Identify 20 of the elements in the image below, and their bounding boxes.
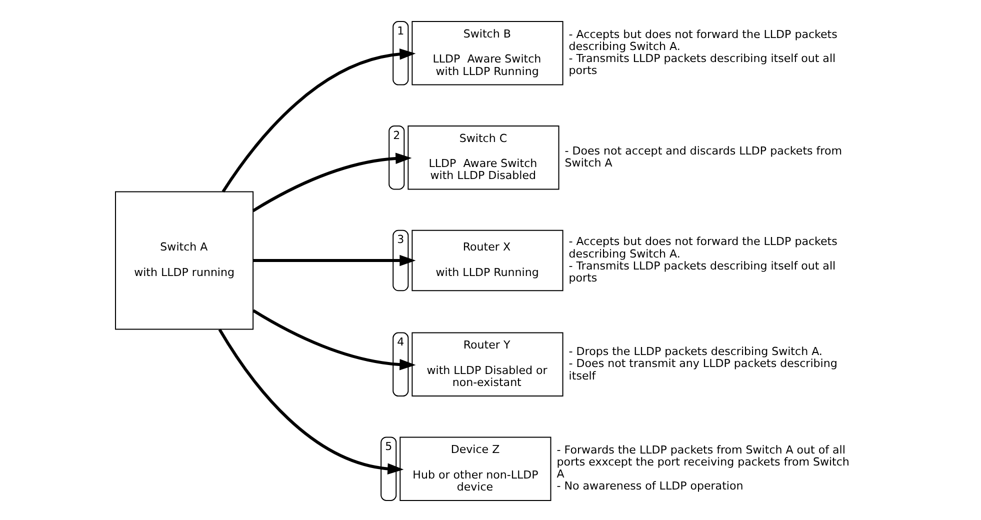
node-label: - Transmits LLDP packets describing itself out all ports	[568, 258, 836, 284]
node-label: 3	[397, 232, 404, 246]
node-label: - Drops the LLDP packets describing Switch A.	[568, 344, 822, 358]
node-label: - Forwards the LLDP packets from Switch A out of all ports exxcept the port receiving packets from Switch A	[556, 443, 850, 480]
node-box: Switch A with LLDP running	[115, 190, 254, 330]
node-label: - No awareness of LLDP operation	[556, 479, 744, 492]
arrow	[252, 152, 412, 212]
arrow	[254, 254, 416, 266]
node-label: 2	[393, 128, 400, 142]
node-label: 5	[385, 440, 392, 453]
node-label: - Accepts but does not forward the LLDP packets describing Switch A.	[568, 27, 838, 52]
node-label: 1	[397, 24, 404, 37]
node-label: - Does not accept and discards LLDP packets from Switch A	[564, 144, 842, 169]
arrow	[218, 328, 404, 474]
arrow	[252, 308, 416, 370]
arrow	[222, 48, 416, 192]
node-label: - Accepts but does not forward the LLDP packets describing Switch A.	[568, 234, 838, 260]
node-label: - Transmits LLDP packets describing itself out all ports	[568, 52, 836, 77]
node-label: 4	[397, 335, 404, 348]
node-label: - Does not transmit any LLDP packets describing itself	[568, 356, 838, 382]
